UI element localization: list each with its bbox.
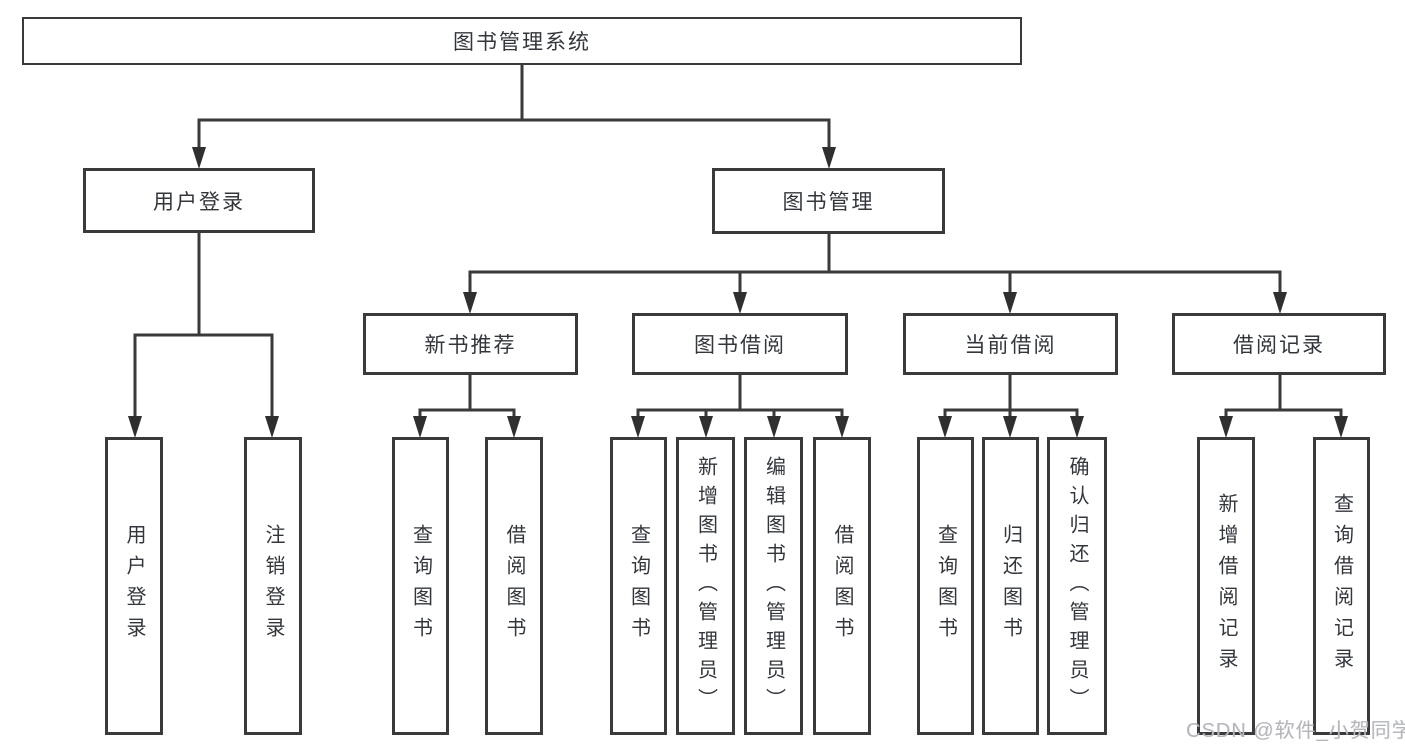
node-current-borrow-label: 当前借阅	[964, 334, 1057, 357]
node-root: 图书管理系统	[22, 17, 1022, 65]
node-current-borrow: 当前借阅	[903, 313, 1118, 375]
node-cb-confirm-return-label: 确认归还（管理员）	[1066, 455, 1088, 717]
node-bb-query-book: 查询图书	[610, 437, 667, 735]
node-bb-edit-book: 编辑图书（管理员）	[744, 437, 803, 735]
node-leaf-logout: 注销登录	[244, 437, 302, 735]
node-borrow-records-label: 借阅记录	[1233, 334, 1325, 357]
node-cb-query-book-label: 查询图书	[934, 524, 957, 648]
connector-user-login-split	[128, 233, 279, 438]
node-br-add-record-label: 新增借阅记录	[1215, 493, 1237, 679]
connector-borrow-records-split	[1219, 375, 1348, 438]
connector-current-borrow-split	[938, 375, 1084, 438]
node-bb-query-book-label: 查询图书	[627, 524, 650, 648]
node-book-borrow-label: 图书借阅	[694, 334, 786, 357]
node-br-query-record: 查询借阅记录	[1313, 437, 1370, 735]
connector-root-split	[192, 65, 836, 169]
node-leaf-user-login-label: 用户登录	[123, 524, 145, 648]
node-rec-query-book-label: 查询图书	[409, 524, 432, 648]
node-cb-query-book: 查询图书	[917, 437, 974, 735]
node-bb-borrow-book: 借阅图书	[813, 437, 871, 735]
node-bb-edit-book-label: 编辑图书（管理员）	[762, 455, 785, 717]
node-book-mgmt: 图书管理	[712, 168, 945, 234]
node-rec-query-book: 查询图书	[392, 437, 449, 735]
node-new-book-rec-label: 新书推荐	[424, 334, 517, 357]
node-book-mgmt-label: 图书管理	[782, 191, 875, 214]
node-cb-return-book: 归还图书	[982, 437, 1039, 735]
node-book-borrow: 图书借阅	[632, 313, 848, 375]
node-root-label: 图书管理系统	[453, 31, 591, 54]
connector-book-borrow-split	[631, 375, 849, 438]
node-new-book-rec: 新书推荐	[363, 313, 578, 375]
node-bb-borrow-book-label: 借阅图书	[831, 524, 853, 648]
node-cb-return-book-label: 归还图书	[999, 524, 1022, 648]
node-leaf-logout-label: 注销登录	[262, 524, 284, 648]
node-leaf-user-login: 用户登录	[105, 437, 163, 735]
node-rec-borrow-book-label: 借阅图书	[503, 524, 525, 648]
node-cb-confirm-return: 确认归还（管理员）	[1047, 437, 1107, 735]
node-user-login-label: 用户登录	[153, 190, 245, 214]
connector-new-book-rec-split	[413, 375, 521, 438]
node-user-login: 用户登录	[83, 168, 315, 233]
node-br-add-record: 新增借阅记录	[1197, 437, 1255, 735]
node-borrow-records: 借阅记录	[1172, 313, 1386, 375]
node-bb-add-book-label: 新增图书（管理员）	[694, 455, 717, 717]
connector-book-mgmt-split	[463, 234, 1287, 314]
node-rec-borrow-book: 借阅图书	[485, 437, 543, 735]
csdn-watermark: CSDN @软件_小贺同学	[1186, 720, 1405, 742]
node-bb-add-book: 新增图书（管理员）	[676, 437, 735, 735]
node-br-query-record-label: 查询借阅记录	[1330, 493, 1353, 679]
